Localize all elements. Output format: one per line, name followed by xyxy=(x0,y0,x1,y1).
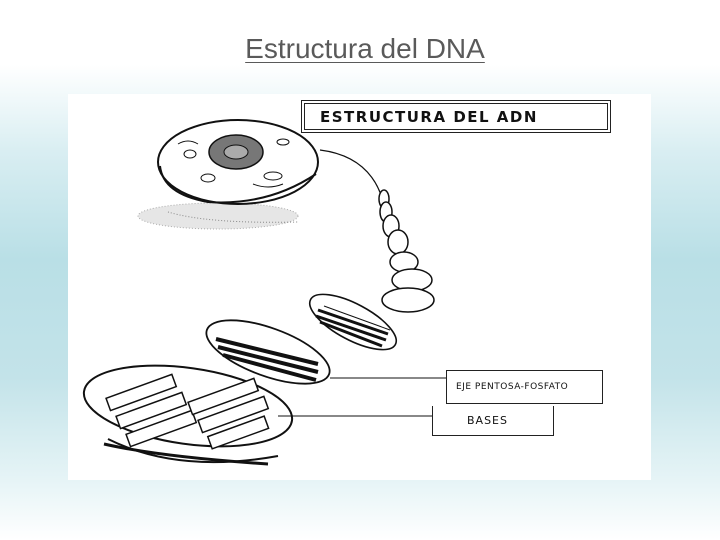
helix-segment-large xyxy=(82,364,294,466)
diagram-title-label: ESTRUCTURA DEL ADN xyxy=(301,100,611,133)
cell-drawing xyxy=(137,119,319,230)
leader-lines xyxy=(278,377,448,417)
helix-segment-small xyxy=(308,293,398,351)
coiled-strand xyxy=(378,189,435,313)
dna-illustration xyxy=(82,119,448,466)
bases-label: BASES xyxy=(432,406,554,436)
slide-title: Estructura del DNA xyxy=(245,33,485,64)
chromatin-fiber xyxy=(319,149,387,235)
backbone-label: EJE PENTOSA-FOSFATO xyxy=(446,370,603,404)
dna-structure-figure: ESTRUCTURA DEL ADN EJE PENTOSA-FOSFATO B… xyxy=(68,94,651,480)
helix-segment-medium xyxy=(205,319,331,385)
